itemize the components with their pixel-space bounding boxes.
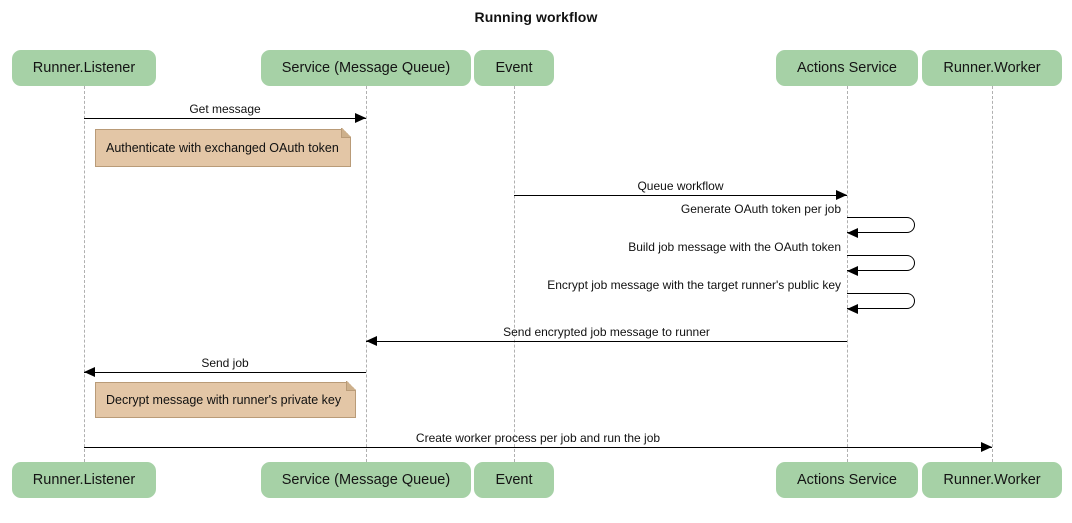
note-fold-icon: [346, 381, 356, 391]
participant-runner-worker-header[interactable]: Runner.Worker: [922, 50, 1062, 86]
participant-actions-service-footer[interactable]: Actions Service: [776, 462, 918, 498]
note-decrypt-note: Decrypt message with runner's private ke…: [95, 382, 356, 418]
message-line: [366, 341, 847, 342]
participant-service-message-queue-header[interactable]: Service (Message Queue): [260, 50, 472, 86]
message-label: Encrypt job message with the target runn…: [547, 278, 841, 292]
participant-service-message-queue-footer[interactable]: Service (Message Queue): [260, 462, 472, 498]
participant-label: Actions Service: [797, 60, 897, 76]
arrowhead-left: [84, 367, 95, 378]
self-loop-path: [847, 217, 915, 233]
message-label: Get message: [189, 102, 261, 116]
participant-label: Service (Message Queue): [281, 472, 451, 488]
participant-label: Event: [495, 472, 533, 488]
self-loop-path: [847, 255, 915, 271]
lifeline-event: [514, 86, 515, 462]
message-label: Send encrypted job message to runner: [503, 325, 710, 339]
participant-runner-listener-footer[interactable]: Runner.Listener: [11, 462, 157, 498]
message-label: Queue workflow: [637, 179, 724, 193]
arrowhead-left: [847, 303, 858, 314]
participant-runner-worker-footer[interactable]: Runner.Worker: [922, 462, 1062, 498]
note-authenticate-note: Authenticate with exchanged OAuth token: [95, 129, 351, 167]
message-line: [84, 372, 366, 373]
lifeline-service-message-queue: [366, 86, 367, 462]
participant-label: Runner.Listener: [32, 472, 136, 488]
participant-event-footer[interactable]: Event: [474, 462, 554, 498]
arrowhead-left: [847, 227, 858, 238]
message-line: [514, 195, 847, 196]
participant-label: Runner.Worker: [943, 60, 1041, 76]
arrowhead-right: [836, 190, 847, 201]
participant-runner-listener-header[interactable]: Runner.Listener: [11, 50, 157, 86]
participant-label: Runner.Listener: [32, 60, 136, 76]
participant-label: Service (Message Queue): [281, 60, 451, 76]
message-label: Generate OAuth token per job: [680, 202, 841, 216]
message-label: Create worker process per job and run th…: [415, 431, 661, 445]
participant-actions-service-header[interactable]: Actions Service: [776, 50, 918, 86]
message-label: Build job message with the OAuth token: [628, 240, 841, 254]
arrowhead-right: [355, 113, 366, 124]
lifeline-runner-worker: [992, 86, 993, 462]
participant-label: Actions Service: [797, 472, 897, 488]
message-line: [84, 447, 992, 448]
arrowhead-left: [366, 336, 377, 347]
arrowhead-left: [847, 265, 858, 276]
arrowhead-right: [981, 442, 992, 453]
message-line: [84, 118, 366, 119]
participant-event-header[interactable]: Event: [474, 50, 554, 86]
self-loop-path: [847, 293, 915, 309]
participant-label: Event: [495, 60, 533, 76]
page-title: Running workflow: [474, 9, 598, 25]
note-fold-icon: [341, 128, 351, 138]
note-label: Authenticate with exchanged OAuth token: [106, 141, 339, 155]
participant-label: Runner.Worker: [943, 472, 1041, 488]
message-label: Send job: [201, 356, 249, 370]
note-label: Decrypt message with runner's private ke…: [106, 393, 342, 407]
lifeline-runner-listener: [84, 86, 85, 462]
